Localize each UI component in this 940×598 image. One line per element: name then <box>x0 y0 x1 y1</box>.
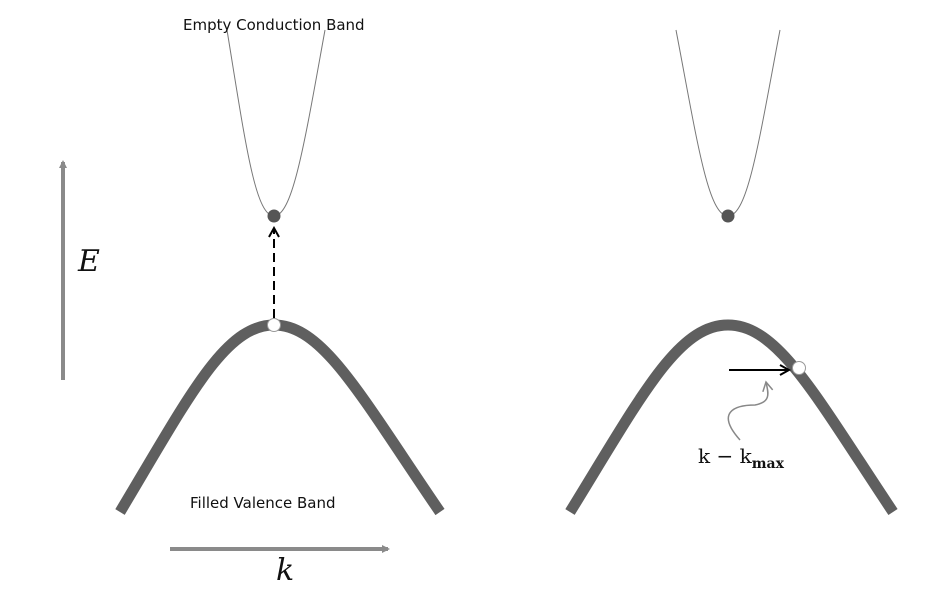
momentum-axis-label: k <box>276 553 295 588</box>
k-offset-main: k − k <box>698 444 752 468</box>
hole-dot-left <box>267 318 281 332</box>
electron-dot-right <box>721 209 735 223</box>
valence-band-curve-left <box>115 319 445 516</box>
energy-axis-label: E <box>78 244 100 279</box>
conduction-band-curve-right <box>675 29 781 217</box>
conduction-band-curve-left <box>226 29 326 217</box>
k-offset-subscript: max <box>751 456 784 472</box>
conduction-band-label: Empty Conduction Band <box>183 16 365 34</box>
k-offset-label: k − kmax <box>698 444 784 472</box>
valence-band-curve-right <box>565 319 898 516</box>
label-pointer-arrow <box>727 380 774 441</box>
valence-band-label: Filled Valence Band <box>190 494 336 512</box>
electron-dot-left <box>267 209 281 223</box>
hole-dot-right <box>792 361 806 375</box>
